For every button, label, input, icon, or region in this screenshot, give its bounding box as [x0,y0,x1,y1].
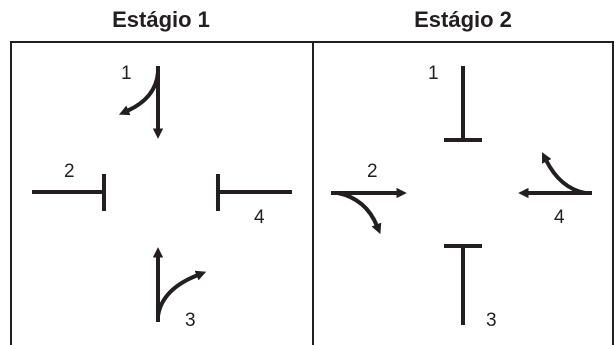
stage-1-approach-2-number: 2 [64,161,75,182]
stage-2-approach-3-number: 3 [486,310,497,331]
stage-1-title: Estágio 1 [112,7,210,32]
left-turn-arrow-icon [118,71,160,116]
right-turn-arrow-icon [156,270,207,317]
stage-1-approach-4-number: 4 [254,207,265,228]
table-frame [10,41,614,345]
stage-1-approach-2 [32,174,106,211]
right-turn-arrow-icon [542,152,586,195]
stage-1-approach-4 [216,174,292,211]
stage-2-approach-1-number: 1 [428,63,439,84]
stage-2-approach-2-number: 2 [367,161,378,182]
stage-1-panel [32,66,292,322]
right-turn-arrow-icon [337,191,382,235]
stage-1-approach-1 [118,66,164,139]
stage-2-approach-4 [518,152,592,199]
stage-2-approach-4-number: 4 [554,207,565,228]
stage-1-approach-3 [152,247,207,322]
stage-2-approach-1 [444,66,482,142]
stage-2-approach-3 [444,244,482,325]
stage-2-approach-2 [331,187,407,235]
stage-2-title: Estágio 2 [414,7,512,32]
stage-1-approach-3-number: 3 [185,310,196,331]
stage-1-approach-1-number: 1 [121,63,132,84]
stage-2-panel [331,66,592,325]
